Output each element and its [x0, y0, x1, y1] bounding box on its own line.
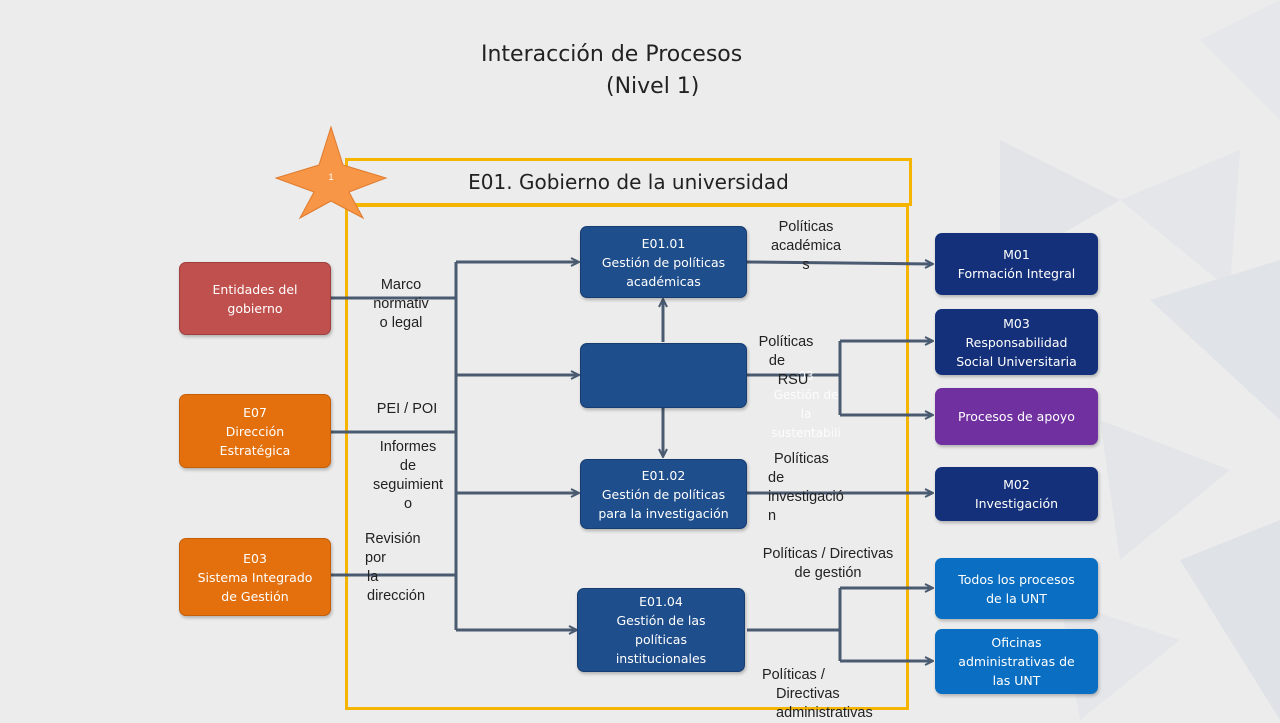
output-line: las UNT	[992, 673, 1041, 688]
subprocess-line: Gestión de las	[616, 613, 706, 628]
input-line: Estratégica	[219, 442, 291, 458]
label-line: dirección	[367, 588, 426, 604]
label-politicas-rsu: Políticas de RSU	[750, 333, 822, 390]
output-line: Procesos de apoyo	[958, 409, 1075, 424]
label-line: normativ	[373, 296, 429, 312]
label-line: seguimient	[372, 477, 444, 493]
subprocess-line: Gestión de políticas	[601, 254, 726, 270]
frame-title: E01. Gobierno de la universidad	[345, 158, 912, 206]
output-line: Responsabilidad	[965, 334, 1068, 350]
label-line: por	[365, 550, 386, 566]
label-line: o legal	[379, 315, 423, 331]
subprocess-line: E01.04	[639, 594, 683, 609]
output-procesos-apoyo[interactable]: Procesos de apoyo	[935, 388, 1098, 445]
hidden-line: sustentabili	[771, 426, 841, 440]
label-line: de	[768, 353, 786, 369]
label-line: Directivas	[776, 686, 840, 702]
output-line: M03	[1003, 315, 1030, 331]
label-line: o	[403, 496, 413, 512]
input-e03-sistema-integrado[interactable]: E03 Sistema Integrado de Gestión	[179, 538, 331, 616]
output-line: de la UNT	[986, 590, 1047, 606]
subprocess-e01-02[interactable]: E01.02 Gestión de políticas para la inve…	[580, 459, 747, 529]
subprocess-line: E01.02	[641, 467, 686, 483]
subprocess-line: políticas	[635, 632, 687, 647]
label-line: Políticas / Directivas	[762, 546, 894, 562]
page-title-line2: (Nivel 1)	[606, 74, 700, 99]
label-politicas-investigacion: Políticas de investigació n	[766, 450, 856, 526]
star-label: 1	[328, 172, 334, 182]
input-line: gobierno	[227, 300, 283, 316]
label-line: Políticas	[778, 219, 834, 235]
page-title-line1: Interacción de Procesos	[481, 42, 743, 67]
hidden-subprocess-text: 03 Gestión de la sustentabili	[760, 367, 852, 443]
label-line: de gestión	[794, 565, 862, 581]
subprocess-line: Gestión de políticas	[601, 486, 726, 502]
label-politicas-gestion: Políticas / Directivas de gestión	[752, 545, 904, 583]
label-line: PEI / POI	[376, 401, 438, 417]
label-line: de	[399, 458, 417, 474]
input-line: Dirección	[225, 423, 285, 439]
label-line: Revisión	[365, 531, 421, 547]
label-politicas-administrativas: Políticas / Directivas administrativas	[758, 666, 886, 723]
output-todos-procesos[interactable]: Todos los procesos de la UNT	[935, 558, 1098, 619]
label-line: investigació	[768, 489, 844, 505]
label-line: de	[768, 470, 785, 486]
input-line: Sistema Integrado	[197, 569, 313, 585]
label-line: administrativas	[776, 705, 873, 721]
output-line: Social Universitaria	[956, 353, 1077, 369]
subprocess-line: E01.01	[641, 235, 686, 251]
output-line: Todos los procesos	[958, 571, 1075, 587]
label-line: Informes	[379, 439, 437, 455]
subprocess-line: académicas	[626, 273, 701, 289]
input-line: de Gestión	[221, 588, 289, 604]
subprocess-line: para la investigación	[598, 505, 729, 521]
label-line: Marco	[380, 277, 422, 293]
input-entidades-gobierno[interactable]: Entidades del gobierno	[179, 262, 331, 335]
label-marco-normativo: Marco normativ o legal	[364, 276, 438, 333]
hidden-line: la	[800, 407, 812, 421]
input-line: E07	[243, 404, 267, 420]
label-line: Políticas	[758, 334, 814, 350]
label-line: n	[768, 508, 777, 524]
output-line: M01	[1003, 247, 1030, 262]
output-m02[interactable]: M02 Investigación	[935, 467, 1098, 521]
output-m01[interactable]: M01 Formación Integral	[935, 233, 1098, 295]
subprocess-line: institucionales	[615, 651, 707, 666]
label-line: Políticas	[774, 451, 829, 467]
output-line: M02	[1003, 477, 1030, 492]
subprocess-e01-01[interactable]: E01.01 Gestión de políticas académicas	[580, 226, 747, 298]
label-line: académica	[770, 238, 842, 254]
input-line: Entidades del	[212, 281, 298, 297]
subprocess-blank[interactable]	[580, 343, 747, 408]
hidden-line: 03	[798, 369, 814, 383]
output-oficinas-administrativas[interactable]: Oficinas administrativas de las UNT	[935, 629, 1098, 694]
label-informes-seguimiento: Informes de seguimient o	[366, 438, 450, 514]
label-line: s	[802, 257, 810, 273]
label-pei-poi: PEI / POI	[368, 400, 446, 419]
output-line: Oficinas	[991, 635, 1042, 650]
input-e07-direccion-estrategica[interactable]: E07 Dirección Estratégica	[179, 394, 331, 468]
label-line: Políticas /	[762, 667, 825, 683]
label-line: la	[367, 569, 379, 585]
output-line: Investigación	[974, 496, 1059, 511]
label-line: RSU	[777, 372, 809, 388]
output-m03[interactable]: M03 Responsabilidad Social Universitaria	[935, 309, 1098, 375]
label-revision-direccion: Revisión por la dirección	[365, 530, 437, 606]
subprocess-e01-04[interactable]: E01.04 Gestión de las políticas instituc…	[577, 588, 745, 672]
output-line: Formación Integral	[957, 266, 1076, 281]
hidden-line: Gestión de	[773, 388, 839, 402]
frame-title-text: E01. Gobierno de la universidad	[468, 170, 789, 194]
label-politicas-academicas: Políticas académica s	[764, 218, 848, 275]
input-line: E03	[243, 550, 267, 566]
output-line: administrativas de	[958, 654, 1075, 669]
